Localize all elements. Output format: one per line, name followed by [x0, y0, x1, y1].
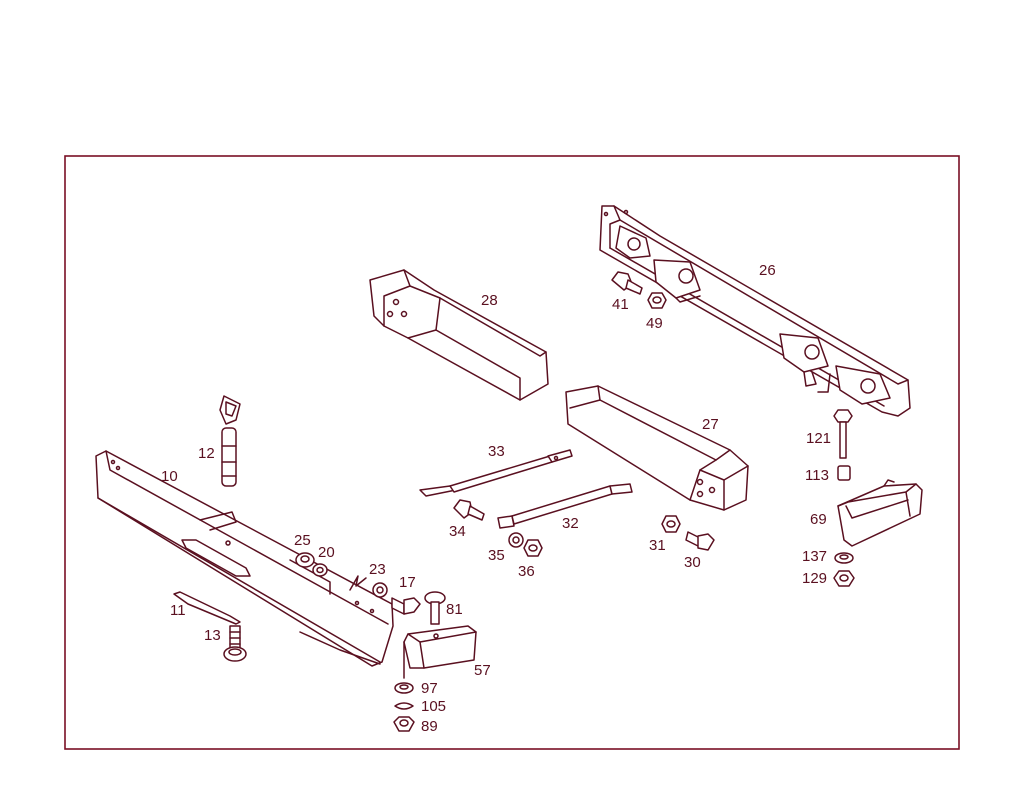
nut-36 — [523, 539, 543, 557]
callout-25: 25 — [294, 532, 311, 549]
nut-89 — [393, 716, 415, 732]
callout-113: 113 — [805, 467, 829, 484]
bolt-34 — [453, 499, 485, 521]
callout-31: 31 — [649, 537, 666, 554]
rubber-block-57 — [403, 625, 477, 679]
cross-member-26 — [599, 205, 911, 417]
callout-26: 26 — [759, 262, 776, 279]
bumper-bar — [95, 450, 394, 667]
callout-35: 35 — [488, 547, 505, 564]
callout-27: 27 — [702, 416, 719, 433]
tow-eye — [219, 395, 241, 487]
washer-23 — [372, 582, 388, 598]
nut-129 — [833, 570, 855, 587]
callout-10: 10 — [161, 468, 178, 485]
retaining-wire — [173, 591, 241, 625]
nut-31 — [661, 515, 681, 533]
callout-23: 23 — [369, 561, 386, 578]
callout-28: 28 — [481, 292, 498, 309]
bracket-28 — [369, 269, 549, 401]
callout-105: 105 — [421, 698, 447, 715]
callout-121: 121 — [806, 430, 832, 447]
bolt-81 — [424, 591, 446, 625]
callout-41: 41 — [612, 296, 629, 313]
strut-33 — [419, 449, 573, 497]
diagram-frame — [64, 155, 960, 750]
washer-97 — [394, 682, 414, 694]
callout-129: 129 — [802, 570, 828, 587]
bracket-27 — [565, 385, 749, 511]
washer-20 — [312, 563, 328, 577]
spring-clip — [349, 575, 367, 591]
washer-137 — [834, 552, 854, 564]
callout-36: 36 — [518, 563, 535, 580]
nut-49 — [647, 292, 667, 309]
callout-17: 17 — [399, 574, 416, 591]
callout-13: 13 — [204, 627, 221, 644]
bolt-41 — [611, 271, 643, 295]
callout-12: 12 — [198, 445, 215, 462]
washer-35 — [508, 532, 524, 548]
sleeve-113 — [837, 465, 851, 481]
bolt-13 — [223, 625, 247, 662]
callout-81: 81 — [446, 601, 463, 618]
strut-32 — [497, 483, 633, 529]
bolt-17 — [391, 597, 421, 615]
callout-20: 20 — [318, 544, 335, 561]
callout-11: 11 — [170, 602, 186, 619]
callout-49: 49 — [646, 315, 663, 332]
rubber-buffer-69 — [837, 479, 923, 547]
callout-89: 89 — [421, 718, 438, 735]
callout-97: 97 — [421, 680, 438, 697]
callout-69: 69 — [810, 511, 827, 528]
washer-105 — [394, 702, 414, 710]
bolt-30 — [685, 531, 715, 551]
callout-34: 34 — [449, 523, 466, 540]
nut-25 — [295, 552, 315, 568]
callout-137: 137 — [802, 548, 828, 565]
callout-30: 30 — [684, 554, 701, 571]
callout-33: 33 — [488, 443, 505, 460]
callout-32: 32 — [562, 515, 579, 532]
callout-57: 57 — [474, 662, 491, 679]
bolt-121 — [833, 409, 853, 459]
